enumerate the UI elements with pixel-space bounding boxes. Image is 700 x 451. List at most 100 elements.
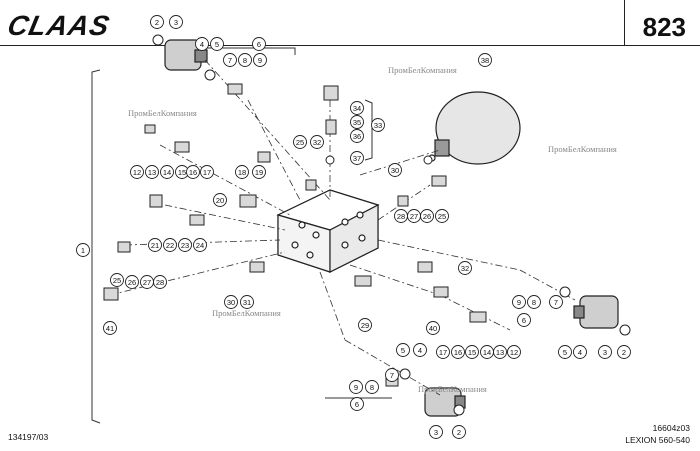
callout-label: 13 xyxy=(496,348,504,357)
callout-label: 9 xyxy=(517,298,521,307)
callout-18: 18 xyxy=(235,165,249,179)
callout-label: 16 xyxy=(189,168,197,177)
callout-label: 8 xyxy=(370,383,374,392)
callout-25: 25 xyxy=(293,135,307,149)
callout-label: 30 xyxy=(227,298,235,307)
doc-number: 134197/03 xyxy=(8,432,49,442)
solenoid-bottom xyxy=(424,387,466,417)
callout-label: 28 xyxy=(397,212,405,221)
drawing-code: 16604z03 xyxy=(652,423,690,433)
callout-27: 27 xyxy=(140,275,154,289)
header-divider xyxy=(0,45,700,46)
callout-12: 12 xyxy=(507,345,521,359)
callout-label: 13 xyxy=(148,168,156,177)
callout-36: 36 xyxy=(350,129,364,143)
callout-label: 1 xyxy=(81,246,85,255)
callout-label: 3 xyxy=(434,428,438,437)
callout-4: 4 xyxy=(413,343,427,357)
callout-37: 37 xyxy=(350,151,364,165)
callout-label: 6 xyxy=(355,400,359,409)
callout-label: 29 xyxy=(361,321,369,330)
callout-1: 1 xyxy=(76,243,90,257)
accumulator-38 xyxy=(428,91,521,165)
callout-7: 7 xyxy=(223,53,237,67)
callout-label: 21 xyxy=(151,241,159,250)
callout-label: 35 xyxy=(353,118,361,127)
page-number: 823 xyxy=(642,12,686,42)
watermark-5: ПромБелКомпания xyxy=(418,384,487,394)
callout-label: 38 xyxy=(481,56,489,65)
callout-5: 5 xyxy=(558,345,572,359)
callout-28: 28 xyxy=(394,209,408,223)
callout-label: 25 xyxy=(296,138,304,147)
callout-32: 32 xyxy=(458,261,472,275)
valve-block xyxy=(276,189,380,273)
callout-label: 7 xyxy=(390,371,394,380)
callout-label: 9 xyxy=(354,383,358,392)
callout-label: 27 xyxy=(410,212,418,221)
callout-17: 17 xyxy=(200,165,214,179)
callout-label: 12 xyxy=(510,348,518,357)
watermark-4: ПромБелКомпания xyxy=(212,308,281,318)
callout-33: 33 xyxy=(371,118,385,132)
callout-26: 26 xyxy=(125,275,139,289)
callout-label: 25 xyxy=(113,276,121,285)
callout-label: 5 xyxy=(215,40,219,49)
callout-27: 27 xyxy=(407,209,421,223)
callout-label: 27 xyxy=(143,278,151,287)
callout-13: 13 xyxy=(145,165,159,179)
callout-label: 32 xyxy=(313,138,321,147)
callout-label: 41 xyxy=(106,324,114,333)
callout-label: 26 xyxy=(423,212,431,221)
callout-7: 7 xyxy=(385,368,399,382)
callout-2: 2 xyxy=(150,15,164,29)
callout-label: 33 xyxy=(374,121,382,130)
callout-label: 4 xyxy=(418,346,422,355)
callout-label: 7 xyxy=(554,298,558,307)
callout-15: 15 xyxy=(175,165,189,179)
callout-13: 13 xyxy=(493,345,507,359)
callout-label: 3 xyxy=(174,18,178,27)
callout-label: 36 xyxy=(353,132,361,141)
callout-28: 28 xyxy=(153,275,167,289)
callout-label: 24 xyxy=(196,241,204,250)
callout-9: 9 xyxy=(349,380,363,394)
callout-29: 29 xyxy=(358,318,372,332)
callout-3: 3 xyxy=(598,345,612,359)
callout-12: 12 xyxy=(130,165,144,179)
watermark-3: ПромБелКомпания xyxy=(548,144,617,154)
callout-5: 5 xyxy=(396,343,410,357)
callout-16: 16 xyxy=(186,165,200,179)
callout-16: 16 xyxy=(451,345,465,359)
callout-label: 5 xyxy=(401,346,405,355)
callout-label: 40 xyxy=(429,324,437,333)
callout-20: 20 xyxy=(213,193,227,207)
callout-label: 16 xyxy=(454,348,462,357)
callout-2: 2 xyxy=(452,425,466,439)
callout-26: 26 xyxy=(420,209,434,223)
callout-label: 18 xyxy=(238,168,246,177)
callout-9: 9 xyxy=(253,53,267,67)
callout-30: 30 xyxy=(388,163,402,177)
callout-22: 22 xyxy=(163,238,177,252)
callout-24: 24 xyxy=(193,238,207,252)
callout-23: 23 xyxy=(178,238,192,252)
callout-3: 3 xyxy=(429,425,443,439)
callout-label: 2 xyxy=(622,348,626,357)
callout-label: 23 xyxy=(181,241,189,250)
callout-35: 35 xyxy=(350,115,364,129)
callout-label: 31 xyxy=(243,298,251,307)
callout-6: 6 xyxy=(252,37,266,51)
callout-label: 15 xyxy=(468,348,476,357)
callout-8: 8 xyxy=(238,53,252,67)
callout-34: 34 xyxy=(350,101,364,115)
callout-label: 4 xyxy=(200,40,204,49)
callout-label: 30 xyxy=(391,166,399,175)
callout-label: 19 xyxy=(255,168,263,177)
callout-label: 28 xyxy=(156,278,164,287)
header-page-separator xyxy=(624,0,625,45)
callout-25: 25 xyxy=(435,209,449,223)
callout-label: 5 xyxy=(563,348,567,357)
